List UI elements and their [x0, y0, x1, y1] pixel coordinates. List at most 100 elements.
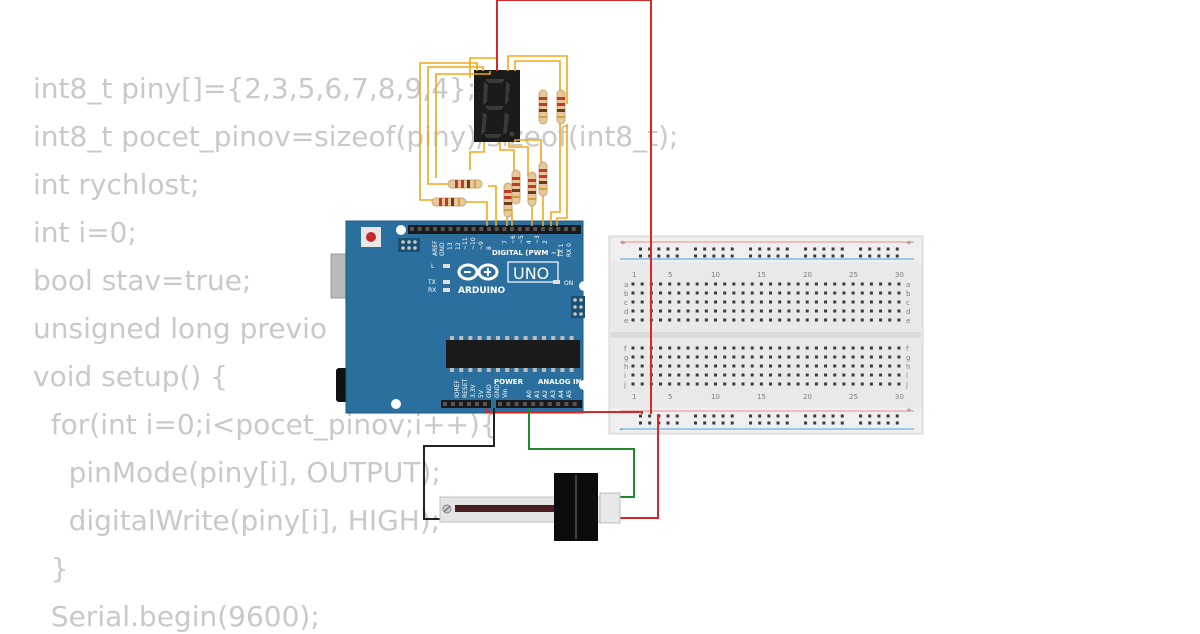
column-number: 15: [757, 393, 766, 401]
digital-header[interactable]: [408, 225, 581, 234]
l-led: [443, 264, 450, 268]
svg-text:~6: ~6: [510, 235, 517, 244]
svg-text:A1: A1: [534, 390, 541, 398]
icsp-header-2: [571, 296, 585, 318]
column-number: 25: [849, 393, 858, 401]
svg-text:2: 2: [542, 240, 549, 244]
svg-text:i: i: [624, 372, 626, 380]
atmega-chip: [446, 336, 580, 372]
svg-text:g: g: [906, 354, 910, 362]
svg-text:c: c: [906, 299, 910, 307]
breadboard-holes[interactable]: [631, 247, 901, 425]
row-letters-left: a b c d e f g h i j: [623, 281, 629, 389]
column-number: 30: [895, 271, 904, 279]
svg-text:+: +: [906, 239, 912, 247]
svg-text:13: 13: [447, 242, 454, 250]
svg-text:-: -: [620, 426, 623, 434]
svg-text:A5: A5: [566, 390, 573, 398]
resistor[interactable]: [503, 182, 513, 218]
svg-text:f: f: [624, 345, 627, 353]
column-number: 10: [711, 271, 720, 279]
arduino-uno-board[interactable]: AREF GND 13 12 ~11 ~10 ~9 8 7 ~6 ~5 4 ~3…: [330, 220, 589, 414]
seven-segment-display[interactable]: [474, 70, 520, 142]
slide-potentiometer[interactable]: [439, 473, 621, 541]
svg-text:+: +: [906, 406, 912, 414]
uno-model-label: UNO: [513, 264, 549, 283]
resistor[interactable]: [538, 89, 548, 125]
resistor[interactable]: [447, 179, 483, 189]
code-line: pinMode(piny[i], OUTPUT);: [33, 456, 441, 489]
svg-text:5V: 5V: [478, 389, 485, 398]
column-number: 5: [668, 393, 672, 401]
tx-led-label: TX: [427, 279, 436, 286]
power-header-label: POWER: [494, 378, 524, 386]
mounting-hole: [391, 399, 401, 409]
svg-text:h: h: [624, 363, 628, 371]
code-line: int8_t pocet_pinov=sizeof(piny)/sizeof(i…: [33, 120, 679, 153]
arduino-logo-text: ARDUINO: [458, 286, 506, 296]
code-line: }: [33, 552, 69, 585]
svg-text:~9: ~9: [478, 241, 485, 250]
tx-led: [443, 280, 450, 284]
resistor[interactable]: [527, 171, 537, 207]
svg-text:~3: ~3: [534, 235, 541, 244]
column-number: 20: [803, 271, 812, 279]
svg-text:Vin: Vin: [502, 388, 509, 398]
breadboard[interactable]: + + - + 1 5 10 15 20 25 30 1 5 10 15 20 …: [608, 235, 924, 435]
svg-text:~11: ~11: [462, 237, 469, 250]
code-line: bool stav=true;: [33, 264, 252, 297]
bottom-pin-holes[interactable]: [443, 402, 577, 406]
code-line: void setup() {: [33, 360, 229, 393]
svg-text:i: i: [906, 372, 908, 380]
svg-text:GND: GND: [486, 384, 493, 398]
digital-pin-holes[interactable]: [410, 227, 576, 231]
power-header[interactable]: [441, 400, 491, 408]
svg-text:4: 4: [526, 240, 533, 244]
resistor[interactable]: [556, 89, 566, 125]
svg-text:A3: A3: [550, 390, 557, 398]
column-number: 25: [849, 271, 858, 279]
svg-text:AREF: AREF: [432, 240, 439, 256]
svg-text:b: b: [624, 290, 629, 298]
svg-text:h: h: [906, 363, 910, 371]
icsp-header: [398, 238, 420, 252]
segment-wires[interactable]: [419, 55, 568, 226]
rx-led: [443, 288, 450, 292]
arduino-logo-icon: [457, 263, 499, 281]
resistor[interactable]: [511, 169, 521, 205]
mounting-hole: [579, 281, 589, 291]
uno-badge: [507, 261, 559, 283]
reset-button-cap[interactable]: [366, 232, 376, 242]
svg-text:c: c: [624, 299, 628, 307]
svg-text:7: 7: [502, 240, 509, 244]
svg-text:8: 8: [486, 246, 493, 250]
resistor[interactable]: [538, 161, 548, 197]
svg-text:RESET: RESET: [462, 378, 469, 398]
column-number: 1: [632, 271, 636, 279]
resistors[interactable]: [431, 89, 566, 218]
column-number: 30: [895, 393, 904, 401]
code-line: unsigned long previo: [33, 312, 327, 345]
power-wires[interactable]: [423, 0, 659, 520]
analog-pin-labels: A0 A1 A2 A3 A4 A5: [526, 390, 573, 398]
power-pin-labels: IOREF RESET 3.3V 5V GND GND Vin: [454, 378, 509, 398]
mounting-hole: [396, 225, 406, 235]
code-line: digitalWrite(piny[i], HIGH);: [33, 504, 441, 537]
svg-text:GND: GND: [494, 384, 501, 398]
digital-pin-labels: AREF GND 13 12 ~11 ~10 ~9 8 7 ~6 ~5 4 ~3…: [432, 235, 573, 258]
svg-text:A0: A0: [526, 390, 533, 398]
row-letters-right: a b c d e f g h i j: [905, 281, 911, 389]
code-line: int i=0;: [33, 216, 137, 249]
svg-text:f: f: [906, 345, 909, 353]
svg-text:IOREF: IOREF: [454, 380, 461, 398]
analog-header-label: ANALOG IN: [538, 378, 582, 386]
analog-header[interactable]: [496, 400, 582, 408]
mounting-hole: [579, 380, 589, 390]
svg-text:j: j: [623, 381, 626, 389]
on-led-label: ON: [564, 280, 573, 287]
svg-text:j: j: [905, 381, 908, 389]
on-led: [553, 280, 560, 284]
svg-text:A2: A2: [542, 390, 549, 398]
resistor[interactable]: [431, 197, 467, 207]
